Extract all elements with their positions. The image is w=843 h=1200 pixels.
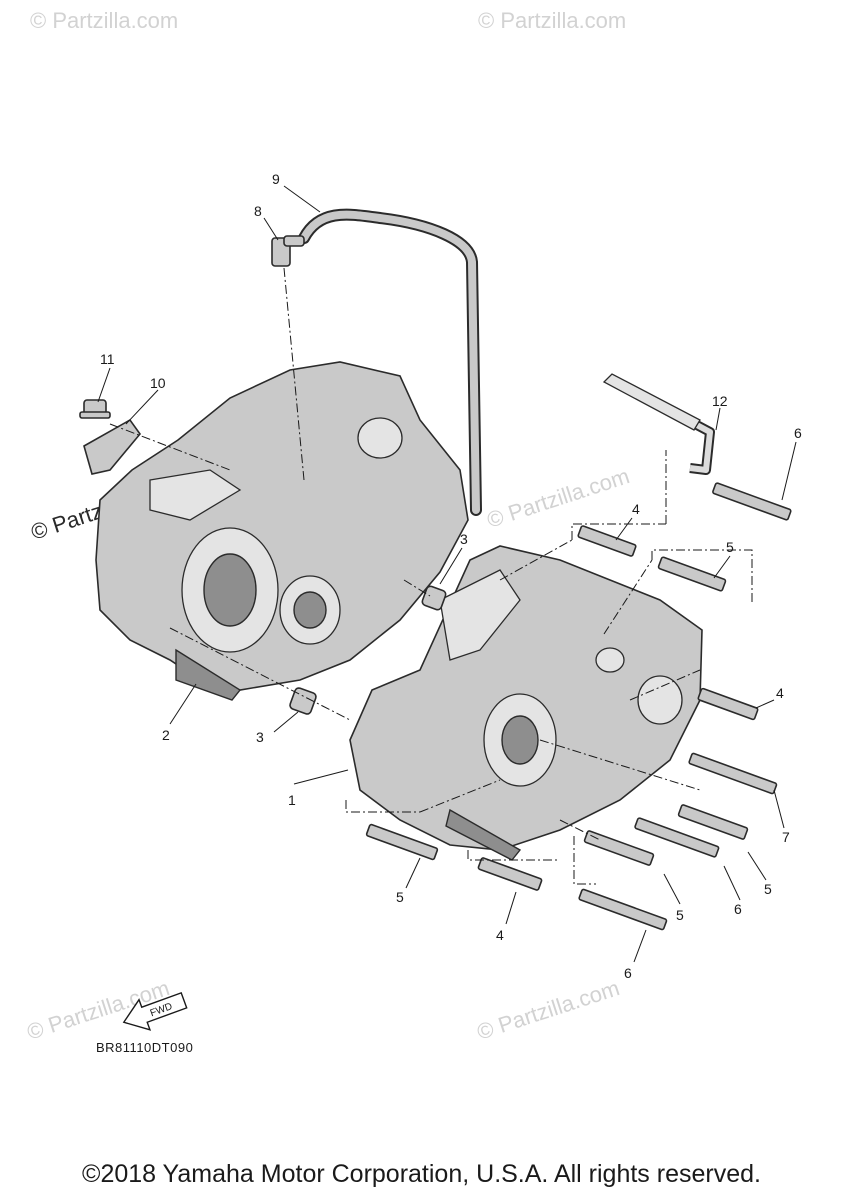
fwd-arrow-icon: FWD — [122, 991, 188, 1031]
callout-4-upper: 4 — [632, 501, 640, 517]
callouts: 1 2 3 3 4 4 4 5 5 5 5 6 6 6 7 8 9 10 11 … — [100, 171, 802, 981]
callout-3-upper: 3 — [460, 531, 468, 547]
callout-1: 1 — [288, 792, 296, 808]
watermark-top-right: © Partzilla.com — [478, 8, 626, 33]
leader-lines — [97, 185, 797, 963]
bolt-4-bottom-part — [477, 857, 543, 891]
flange-bolt-part — [79, 399, 111, 419]
bolt-6-top-part — [712, 482, 792, 521]
callout-6-top: 6 — [794, 425, 802, 441]
bracket-slot — [602, 373, 701, 431]
right-crankcase-part — [349, 545, 703, 861]
callout-2: 2 — [162, 727, 170, 743]
callout-10: 10 — [150, 375, 166, 391]
bolt-5-right-part — [677, 804, 749, 840]
callout-5-middle: 5 — [676, 907, 684, 923]
callout-3-lower: 3 — [256, 729, 264, 745]
dowel-pin-upper-part — [421, 585, 447, 611]
plate-part — [83, 418, 142, 475]
assembly-lines — [109, 267, 753, 885]
watermark-middle-right: © Partzilla.com — [484, 463, 633, 533]
bolt-5-left-part — [365, 823, 439, 861]
bolt-4-upper-part — [577, 525, 637, 557]
diagram-code: BR81110DT090 — [96, 1040, 194, 1055]
bolt-6-right-part — [634, 817, 720, 858]
hose-part — [300, 210, 480, 514]
callout-12: 12 — [712, 393, 728, 409]
callout-4-right: 4 — [776, 685, 784, 701]
watermark-top-left: © Partzilla.com — [30, 8, 178, 33]
watermark-bottom-right: © Partzilla.com — [474, 975, 623, 1045]
callout-8: 8 — [254, 203, 262, 219]
bolt-5-middle-part — [583, 830, 655, 866]
fitting-part — [271, 235, 305, 267]
callout-11: 11 — [100, 351, 115, 367]
callout-9: 9 — [272, 171, 280, 187]
callout-5-upper: 5 — [726, 539, 734, 555]
bolt-6-bottom-part — [578, 888, 668, 931]
callout-5-left: 5 — [396, 889, 404, 905]
callout-5-right: 5 — [764, 881, 772, 897]
left-crankcase-part — [95, 361, 469, 701]
bolt-5-upper-part — [657, 556, 727, 592]
dowel-pin-lower-part — [289, 687, 317, 715]
callout-6-right: 6 — [734, 901, 742, 917]
callout-7: 7 — [782, 829, 790, 845]
bolt-4-right-part — [697, 687, 759, 721]
callout-6-bottom: 6 — [624, 965, 632, 981]
bolt-7-part — [688, 752, 778, 795]
copyright-notice: ©2018 Yamaha Motor Corporation, U.S.A. A… — [82, 1160, 761, 1188]
callout-4-bottom: 4 — [496, 927, 504, 943]
